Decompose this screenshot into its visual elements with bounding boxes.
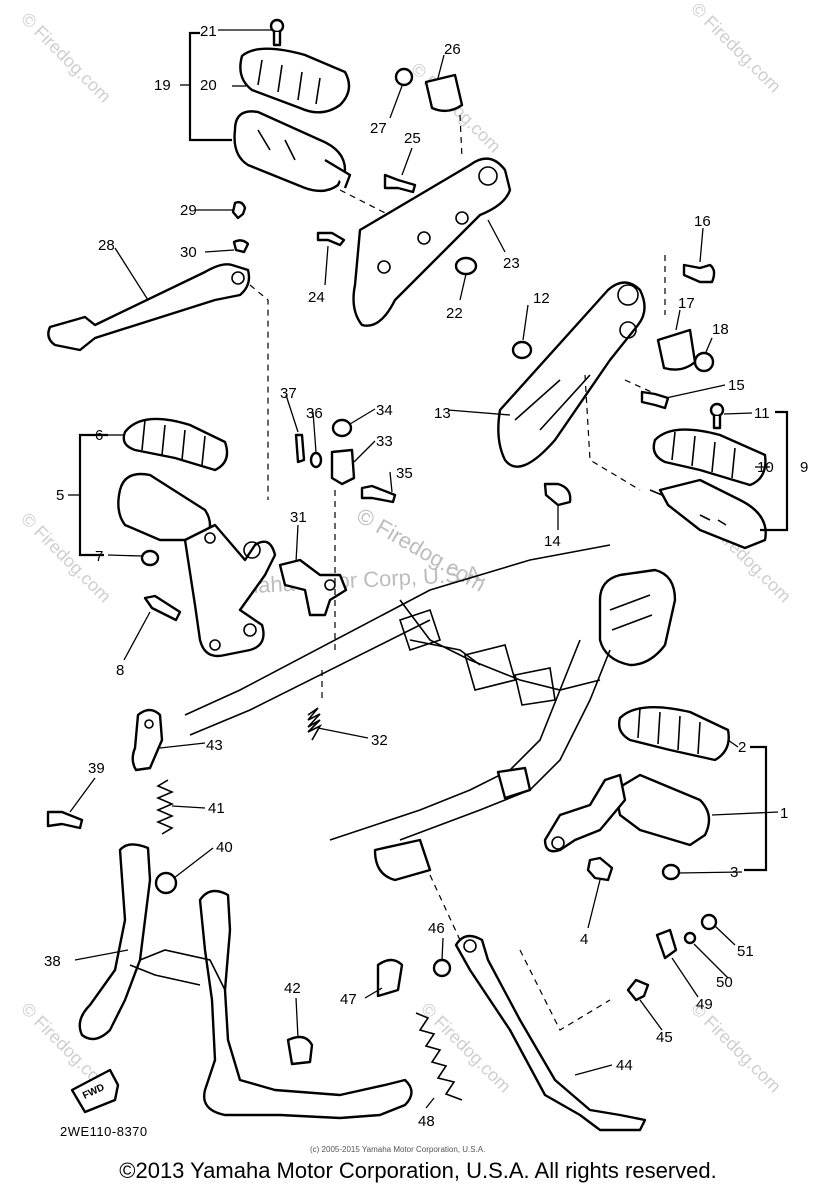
callout-50: 50 — [716, 974, 733, 991]
callout-26: 26 — [444, 41, 461, 58]
callout-5: 5 — [56, 487, 64, 504]
callout-37: 37 — [280, 385, 297, 402]
leader-lines — [69, 29, 779, 1109]
small-copyright: (c) 2005-2015 Yamaha Motor Corporation, … — [310, 1145, 486, 1154]
callout-8: 8 — [116, 662, 124, 679]
callout-48: 48 — [418, 1113, 435, 1130]
callout-38: 38 — [44, 953, 61, 970]
callout-22: 22 — [446, 305, 463, 322]
callout-51: 51 — [737, 943, 754, 960]
callout-3: 3 — [730, 864, 738, 881]
callout-16: 16 — [694, 213, 711, 230]
callout-28: 28 — [98, 237, 115, 254]
callout-45: 45 — [656, 1029, 673, 1046]
callout-49: 49 — [696, 996, 713, 1013]
callout-23: 23 — [503, 255, 520, 272]
callout-4: 4 — [580, 931, 588, 948]
callout-35: 35 — [396, 465, 413, 482]
callout-2: 2 — [738, 739, 746, 756]
callout-43: 43 — [206, 737, 223, 754]
callout-15: 15 — [728, 377, 745, 394]
callout-18: 18 — [712, 321, 729, 338]
callout-11: 11 — [754, 405, 770, 422]
callout-19: 19 — [154, 77, 171, 94]
callout-10: 10 — [757, 459, 774, 476]
watermark: © Firedog.com — [17, 9, 115, 107]
callout-32: 32 — [371, 732, 388, 749]
callout-47: 47 — [340, 991, 357, 1008]
callout-6: 6 — [95, 427, 103, 444]
callout-41: 41 — [208, 800, 225, 817]
callout-33: 33 — [376, 433, 393, 450]
callout-14: 14 — [544, 533, 561, 550]
callout-46: 46 — [428, 920, 445, 937]
fwd-arrow-icon: FWD — [70, 1068, 120, 1114]
diagram-code: 2WE110-8370 — [60, 1124, 148, 1139]
callout-36: 36 — [306, 405, 323, 422]
callout-42: 42 — [284, 980, 301, 997]
callout-1: 1 — [780, 805, 788, 822]
callout-30: 30 — [180, 244, 197, 261]
side-stand-assembly — [376, 874, 718, 1132]
watermark: © Firedog.com — [687, 0, 785, 96]
callout-31: 31 — [290, 509, 307, 526]
footrest-front-right-assembly — [497, 255, 789, 550]
center-stand-assembly: FWD — [46, 708, 413, 1120]
callout-39: 39 — [88, 760, 105, 777]
footrest-rear-left-assembly — [180, 18, 512, 327]
callout-40: 40 — [216, 839, 233, 856]
callout-29: 29 — [180, 202, 197, 219]
callout-24: 24 — [308, 289, 325, 306]
callout-9: 9 — [800, 459, 808, 476]
shift-lever-assembly — [47, 200, 269, 500]
callout-12: 12 — [533, 290, 550, 307]
callout-44: 44 — [616, 1057, 633, 1074]
callout-20: 20 — [200, 77, 217, 94]
footrest-right-assembly — [543, 706, 768, 882]
copyright-notice: ©2013 Yamaha Motor Corporation, U.S.A. A… — [119, 1158, 717, 1183]
callout-25: 25 — [404, 130, 421, 147]
callout-7: 7 — [95, 548, 103, 565]
callout-34: 34 — [376, 402, 393, 419]
callout-13: 13 — [434, 405, 451, 422]
watermark: © Firedog.com — [687, 999, 785, 1097]
callout-labels: 1 2 3 4 5 6 7 8 9 10 11 12 13 14 15 16 1… — [44, 23, 808, 1130]
callout-17: 17 — [678, 295, 695, 312]
callout-21: 21 — [200, 23, 217, 40]
callout-27: 27 — [370, 120, 387, 137]
frame-outline — [184, 544, 677, 882]
footrest-left-assembly — [68, 417, 397, 741]
